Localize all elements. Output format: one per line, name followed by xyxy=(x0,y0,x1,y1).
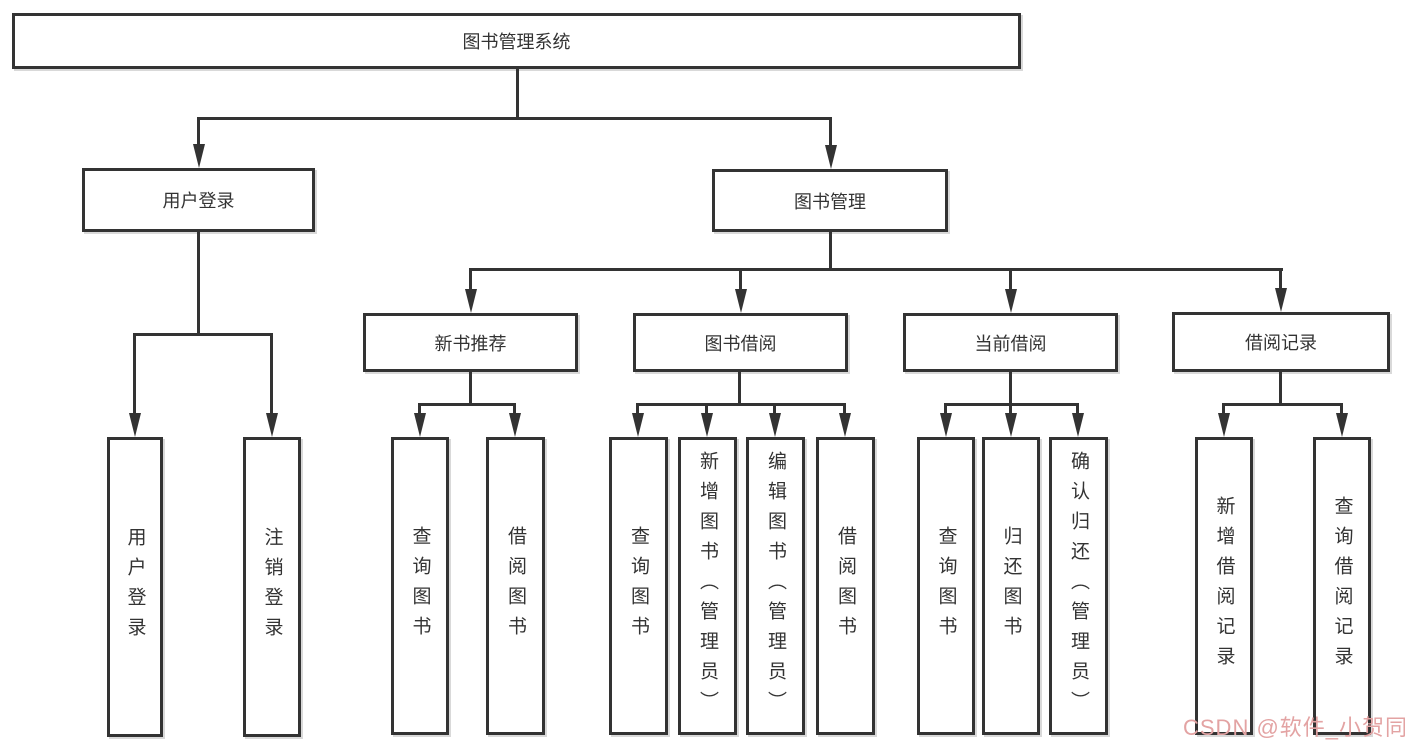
node-label: 图书管理系统 xyxy=(462,32,571,52)
arrow-down-icon xyxy=(1005,413,1017,437)
csdn-watermark: CSDN @软件_小贺同学 xyxy=(1183,715,1405,740)
node-label: 当前借阅 xyxy=(974,333,1047,354)
connector-line xyxy=(738,372,741,406)
node-current-borrowing: 当前借阅 xyxy=(903,313,1118,372)
leaf-records-query-record: 查询借阅记录 xyxy=(1313,437,1371,735)
arrow-down-icon xyxy=(769,413,781,437)
connector-line xyxy=(1279,372,1282,406)
connector-line xyxy=(944,403,947,417)
leaf-recommend-query-books: 查询图书 xyxy=(391,437,449,735)
arrow-down-icon xyxy=(1218,413,1230,437)
leaf-label: 归还图书 xyxy=(1000,526,1022,646)
node-book-borrowing: 图书借阅 xyxy=(633,313,848,372)
connector-line xyxy=(1340,403,1343,417)
connector-line xyxy=(1009,403,1012,417)
node-new-book-recommend: 新书推荐 xyxy=(363,313,578,372)
leaf-borrow-borrow-books: 借阅图书 xyxy=(816,437,875,735)
leaf-records-add-record: 新增借阅记录 xyxy=(1195,437,1253,735)
node-label: 借阅记录 xyxy=(1245,333,1317,353)
leaf-label: 查询图书 xyxy=(628,526,649,646)
leaf-label: 查询图书 xyxy=(409,526,431,646)
connector-line xyxy=(516,69,519,120)
leaf-label: 新增图书（管理员） xyxy=(697,451,718,721)
connector-line xyxy=(469,268,472,292)
connector-line xyxy=(1222,403,1225,417)
leaf-label: 查询借阅记录 xyxy=(1331,496,1353,676)
arrow-down-icon xyxy=(509,413,521,437)
connector-line xyxy=(133,333,273,336)
arrow-down-icon xyxy=(465,289,477,313)
node-label: 用户登录 xyxy=(162,191,235,211)
arrow-down-icon xyxy=(1336,413,1348,437)
arrow-down-icon xyxy=(1005,289,1017,313)
connector-line xyxy=(636,403,639,417)
leaf-label: 借阅图书 xyxy=(505,526,526,646)
node-user-login: 用户登录 xyxy=(82,168,315,232)
leaf-current-confirm-return-admin: 确认归还（管理员） xyxy=(1049,437,1108,735)
connector-line xyxy=(133,333,136,415)
arrow-down-icon xyxy=(1275,288,1287,312)
leaf-label: 注销登录 xyxy=(261,527,283,647)
connector-line xyxy=(1009,372,1012,406)
arrow-down-icon xyxy=(1072,413,1084,437)
leaf-label: 编辑图书（管理员） xyxy=(765,451,786,721)
connector-line xyxy=(636,403,846,406)
leaf-label: 确认归还（管理员） xyxy=(1068,451,1089,721)
leaf-borrow-edit-book-admin: 编辑图书（管理员） xyxy=(746,437,805,735)
leaf-label: 借阅图书 xyxy=(835,526,856,646)
connector-line xyxy=(739,268,742,292)
node-root-library-system: 图书管理系统 xyxy=(12,13,1021,69)
connector-line xyxy=(829,117,832,147)
connector-line xyxy=(418,403,421,417)
connector-line xyxy=(513,403,516,417)
connector-line xyxy=(829,232,832,271)
arrow-down-icon xyxy=(839,413,851,437)
connector-line xyxy=(469,268,1283,271)
arrow-down-icon xyxy=(940,413,952,437)
node-label: 图书管理 xyxy=(794,191,866,212)
arrow-down-icon xyxy=(129,413,141,437)
arrow-down-icon xyxy=(735,289,747,313)
leaf-current-query-books: 查询图书 xyxy=(917,437,975,735)
connector-line xyxy=(469,372,472,406)
connector-line xyxy=(705,403,708,417)
connector-line xyxy=(1076,403,1079,417)
leaf-logout: 注销登录 xyxy=(243,437,301,737)
connector-line xyxy=(843,403,846,417)
arrow-down-icon xyxy=(414,413,426,437)
connector-line xyxy=(1222,403,1343,406)
connector-line xyxy=(197,232,200,336)
connector-line xyxy=(418,403,516,406)
node-book-management: 图书管理 xyxy=(712,169,948,232)
arrow-down-icon xyxy=(266,413,278,437)
leaf-current-return-books: 归还图书 xyxy=(982,437,1040,735)
connector-line xyxy=(197,117,200,147)
leaf-label: 新增借阅记录 xyxy=(1213,496,1235,676)
leaf-borrow-add-book-admin: 新增图书（管理员） xyxy=(678,437,737,735)
connector-line xyxy=(773,403,776,417)
connector-line xyxy=(1279,268,1282,292)
leaf-label: 用户登录 xyxy=(124,527,146,647)
leaf-user-login: 用户登录 xyxy=(107,437,163,737)
leaf-recommend-borrow-books: 借阅图书 xyxy=(486,437,545,735)
connector-line xyxy=(1009,268,1012,292)
leaf-borrow-query-books: 查询图书 xyxy=(609,437,668,735)
arrow-down-icon xyxy=(825,145,837,169)
arrow-down-icon xyxy=(632,413,644,437)
connector-line xyxy=(270,333,273,415)
arrow-down-icon xyxy=(193,144,205,168)
node-label: 图书借阅 xyxy=(704,333,777,354)
node-label: 新书推荐 xyxy=(434,333,507,354)
node-borrowing-records: 借阅记录 xyxy=(1172,312,1390,372)
connector-line xyxy=(197,117,832,120)
leaf-label: 查询图书 xyxy=(935,526,957,646)
arrow-down-icon xyxy=(701,413,713,437)
